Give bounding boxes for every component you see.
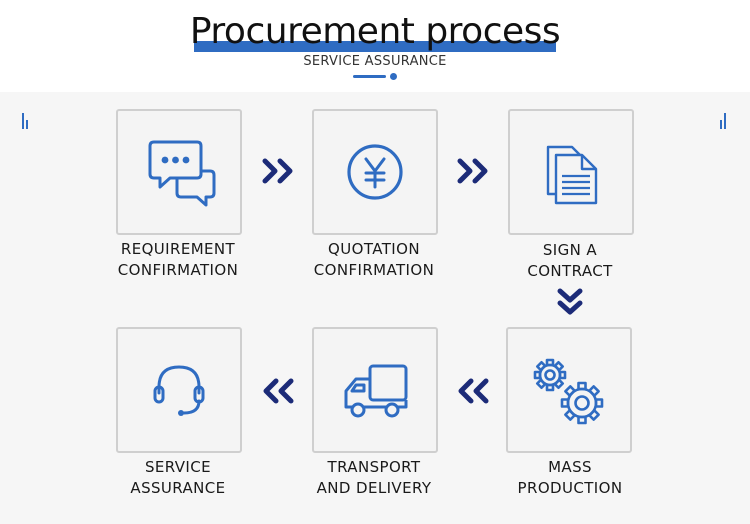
step-label-quotation: QUOTATION CONFIRMATION xyxy=(313,240,435,279)
headset-icon xyxy=(153,365,205,416)
header: Procurement process SERVICE ASSURANCE xyxy=(0,0,750,92)
corner-bars-icon-left xyxy=(22,113,32,129)
step-sign-contract xyxy=(508,109,634,235)
arrow-right-icon xyxy=(456,157,490,185)
chat-bubbles-icon xyxy=(148,140,216,207)
gears-icon xyxy=(533,358,604,425)
step-label-contract: SIGN A CONTRACT xyxy=(527,241,613,280)
step-mass-production xyxy=(506,327,632,453)
yen-coin-icon xyxy=(347,144,403,200)
step-label-production: MASS PRODUCTION xyxy=(517,458,623,497)
corner-bars-icon-right xyxy=(720,113,730,129)
step-transport-delivery xyxy=(312,327,438,453)
title-underline-bar xyxy=(194,41,556,52)
arrow-left-icon xyxy=(456,377,490,405)
document-icon xyxy=(546,145,598,205)
decorative-dot xyxy=(390,73,397,80)
step-label-transport: TRANSPORT AND DELIVERY xyxy=(316,458,432,497)
arrow-down-icon xyxy=(556,287,584,317)
truck-icon xyxy=(344,364,408,418)
step-requirement-confirmation xyxy=(116,109,242,235)
step-quotation-confirmation xyxy=(312,109,438,235)
step-label-requirement: REQUIREMENT CONFIRMATION xyxy=(117,240,239,279)
step-label-service: SERVICE ASSURANCE xyxy=(130,458,226,497)
step-service-assurance xyxy=(116,327,242,453)
decorative-line xyxy=(353,75,386,78)
page-title: Procurement process xyxy=(189,11,561,52)
arrow-left-icon xyxy=(261,377,295,405)
page-subtitle: SERVICE ASSURANCE xyxy=(303,54,447,69)
arrow-right-icon xyxy=(261,157,295,185)
